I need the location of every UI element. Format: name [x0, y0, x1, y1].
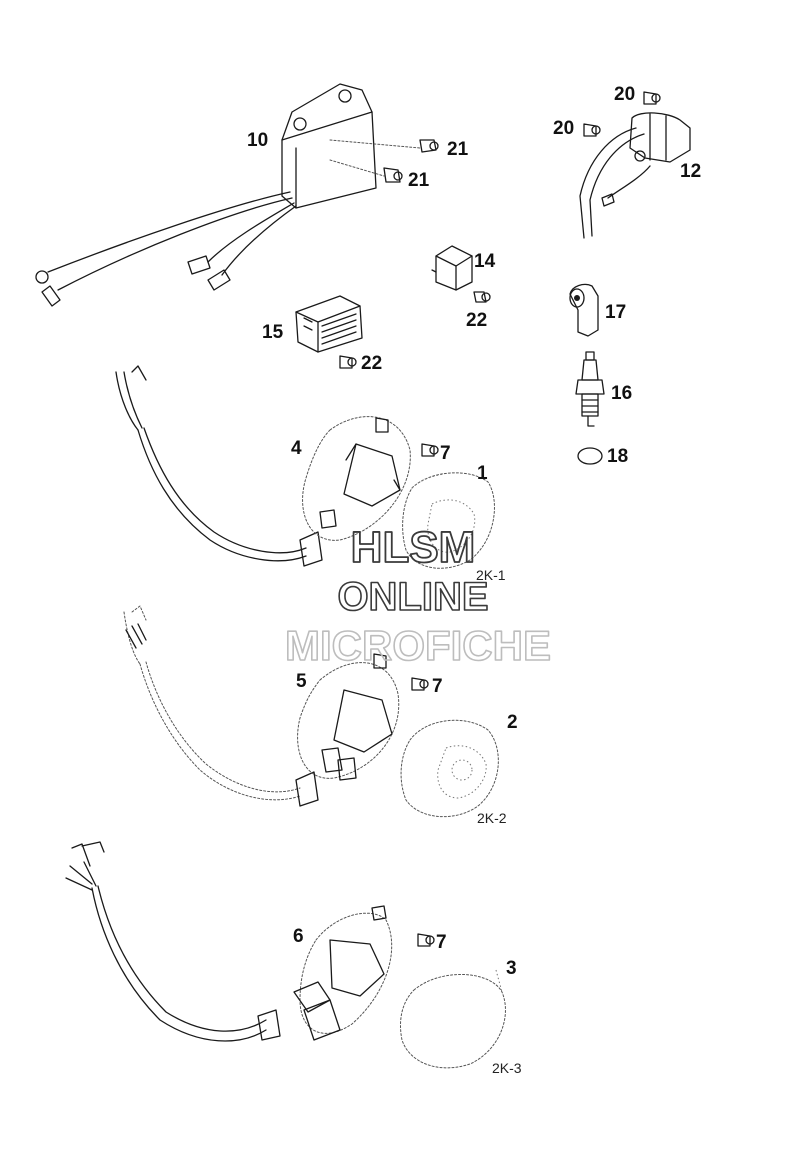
stator-4-illustration [115, 365, 411, 567]
callout-5: 5 [296, 671, 307, 692]
callout-7-upper: 7 [440, 443, 451, 464]
watermark: HLSM ONLINE MICROFICHE [284, 522, 552, 670]
voltage-regulator-illustration [295, 295, 363, 353]
callout-1: 1 [477, 463, 488, 484]
flywheel-3-illustration [400, 969, 506, 1069]
spark-plug-cap-illustration [569, 283, 599, 337]
bolt-21-lower-illustration [383, 167, 403, 183]
watermark-hlsm: HLSM [351, 523, 476, 572]
bolt-20-lower-illustration [583, 123, 601, 137]
callout-22-upper: 22 [466, 310, 487, 331]
callout-17: 17 [605, 302, 626, 323]
stator-5-illustration [123, 605, 400, 807]
cdi-unit-illustration [35, 83, 421, 307]
bolt-7-middle-illustration [411, 677, 429, 691]
bolt-7-lower-illustration [417, 933, 435, 947]
callout-21-upper: 21 [447, 139, 469, 160]
callout-21-lower: 21 [408, 170, 430, 191]
subassembly-ref-2k-2: 2K-2 [477, 810, 507, 826]
ignition-coil-illustration [579, 112, 691, 239]
callout-18: 18 [607, 446, 628, 467]
watermark-microfiche: MICROFICHE [285, 622, 551, 669]
callout-7-lower: 7 [436, 932, 447, 953]
bolt-21-upper-illustration [419, 139, 439, 153]
flywheel-2-illustration [400, 719, 499, 818]
callout-7-middle: 7 [432, 676, 443, 697]
spark-plug-illustration [575, 351, 605, 427]
callout-15: 15 [262, 322, 284, 343]
relay-illustration [431, 245, 473, 291]
callout-22-lower: 22 [361, 353, 382, 374]
bolt-20-upper-illustration [643, 91, 661, 105]
callout-12: 12 [680, 161, 701, 182]
callout-16: 16 [611, 383, 632, 404]
callout-10: 10 [247, 130, 268, 151]
callout-2: 2 [507, 712, 518, 733]
callout-14: 14 [474, 251, 496, 272]
bolt-7-upper-illustration [421, 443, 439, 457]
bolt-22-upper-illustration [473, 291, 491, 303]
o-ring-illustration [577, 447, 603, 465]
callout-4: 4 [291, 438, 302, 459]
watermark-online: ONLINE [337, 575, 488, 619]
callout-6: 6 [293, 926, 304, 947]
stator-6-illustration [65, 841, 393, 1042]
subassembly-ref-2k-3: 2K-3 [492, 1060, 522, 1076]
bolt-22-lower-illustration [339, 355, 357, 369]
flywheel-1-illustration [402, 472, 495, 569]
callout-20-upper: 20 [614, 84, 635, 105]
subassembly-ref-2k-1: 2K-1 [476, 567, 506, 583]
callout-20-lower: 20 [553, 118, 574, 139]
callout-3: 3 [506, 958, 517, 979]
